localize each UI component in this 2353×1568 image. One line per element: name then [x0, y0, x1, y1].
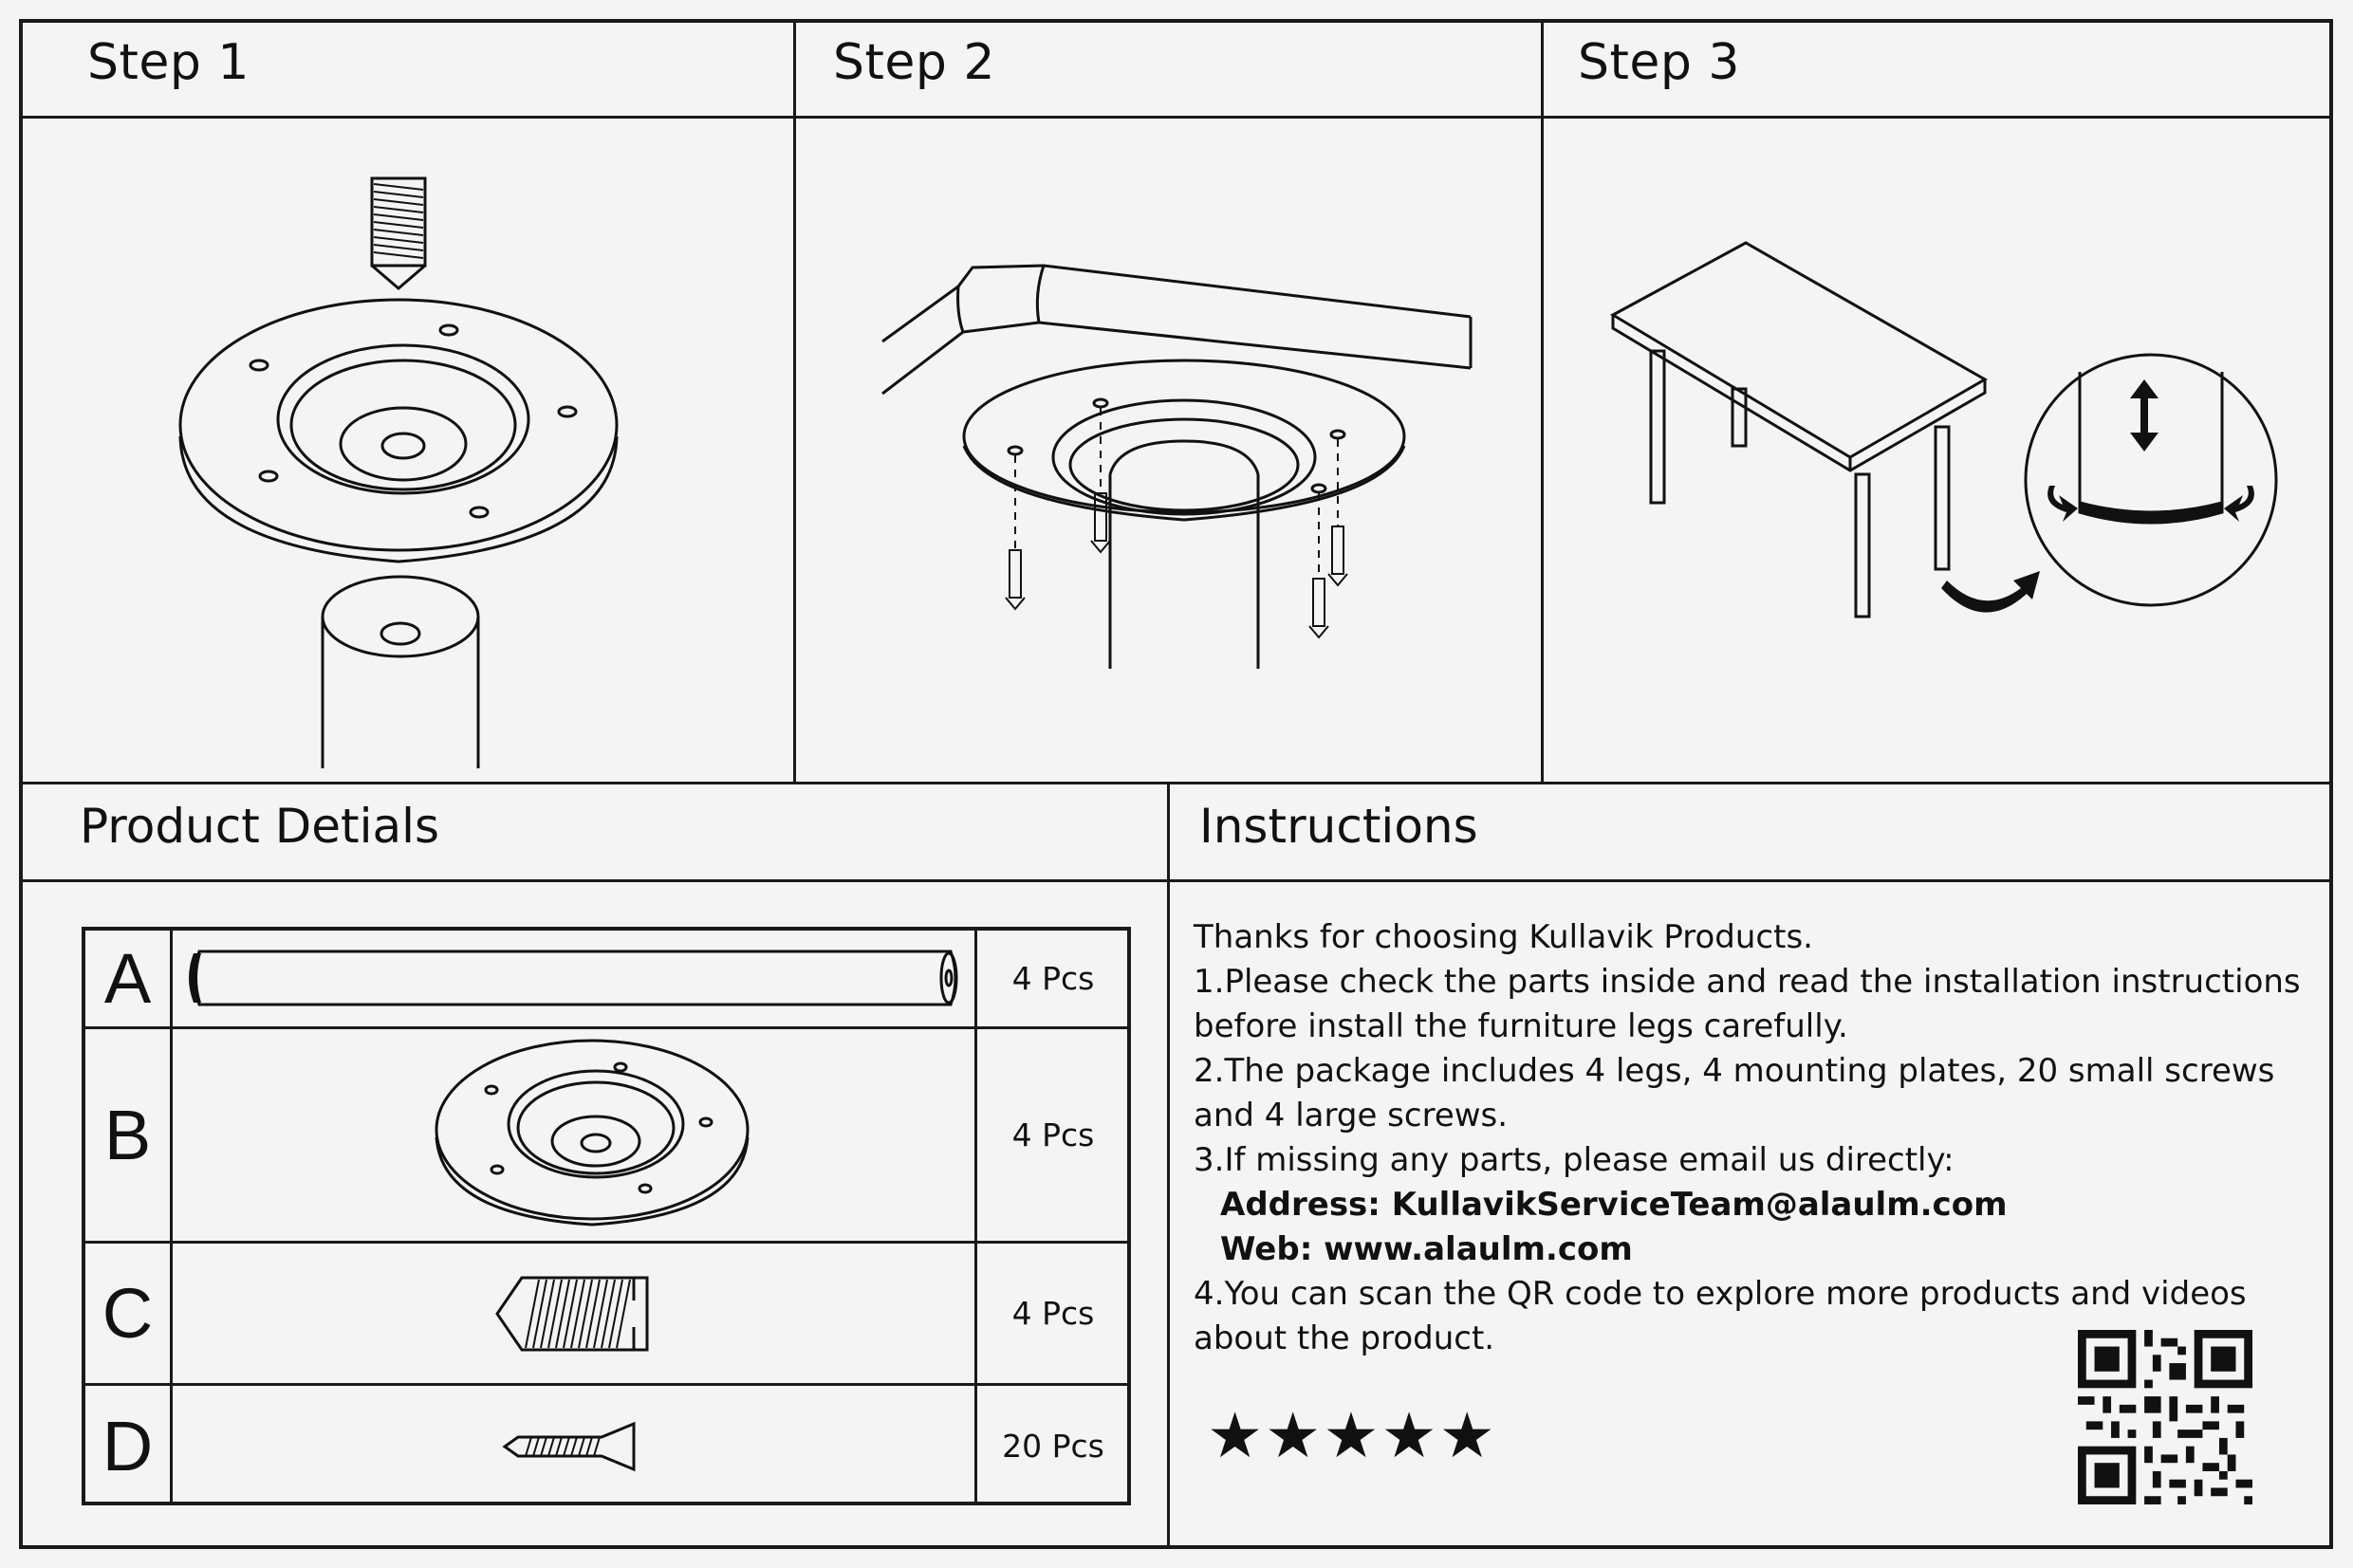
section-header-divider — [19, 879, 2333, 882]
instructions-text: Thanks for choosing Kullavik Products. 1… — [1194, 915, 2301, 1361]
part-quantity: 4 Pcs — [1011, 1116, 1095, 1153]
part-letter: D — [85, 1386, 173, 1505]
step-2-title: Step 2 — [833, 34, 996, 91]
instruction-line: and 4 large screws. — [1194, 1097, 1509, 1134]
part-letter: C — [85, 1244, 173, 1383]
instruction-line: Thanks for choosing Kullavik Products. — [1194, 918, 1813, 956]
section-divider — [1167, 782, 1170, 1549]
table-row: B 4 Pcs — [85, 1026, 1127, 1241]
part-quantity: 20 Pcs — [1002, 1427, 1104, 1465]
table-row: C 4 Pcs — [85, 1241, 1127, 1383]
table-row: D 20 Pcs — [85, 1383, 1127, 1505]
instruction-line: 2.The package includes 4 legs, 4 mountin… — [1194, 1052, 2275, 1090]
step-3-title: Step 3 — [1578, 34, 1741, 91]
part-letter: B — [85, 1029, 173, 1241]
instruction-line: before install the furniture legs carefu… — [1194, 1007, 1848, 1045]
step-3-illustration — [1609, 241, 2278, 618]
instruction-line: 1.Please check the parts inside and read… — [1194, 963, 2301, 1001]
step-divider-2 — [1541, 19, 1544, 783]
contact-web[interactable]: Web: www.alaulm.com — [1220, 1230, 1633, 1268]
part-quantity: 4 Pcs — [1011, 1295, 1095, 1332]
step-1-title: Step 1 — [87, 34, 250, 91]
middle-divider — [19, 782, 2333, 784]
part-picture-mounting-plate — [173, 1029, 977, 1241]
parts-table: A 4 Pcs B — [82, 927, 1131, 1505]
table-row: A 4 Pcs — [85, 931, 1127, 1026]
instruction-line: about the product. — [1194, 1319, 1495, 1357]
part-letter: A — [85, 931, 173, 1026]
step-header-divider — [19, 116, 2333, 119]
part-picture-large-screw — [173, 1244, 977, 1383]
step-1-illustration — [178, 176, 619, 768]
instructions-title: Instructions — [1199, 799, 1478, 854]
part-picture-small-screw — [173, 1386, 977, 1505]
rating-stars: ★★★★★ — [1207, 1399, 1497, 1472]
step-divider-1 — [793, 19, 796, 783]
instruction-line: 3.If missing any parts, please email us … — [1194, 1141, 1955, 1179]
step-2-illustration — [881, 264, 1473, 669]
product-details-title: Product Detials — [80, 799, 440, 854]
part-picture-leg — [173, 931, 977, 1026]
contact-address[interactable]: Address: KullavikServiceTeam@alaulm.com — [1220, 1186, 2008, 1224]
part-quantity: 4 Pcs — [1011, 960, 1095, 997]
instruction-line: 4.You can scan the QR code to explore mo… — [1194, 1275, 2247, 1313]
qr-code[interactable] — [2078, 1330, 2252, 1504]
